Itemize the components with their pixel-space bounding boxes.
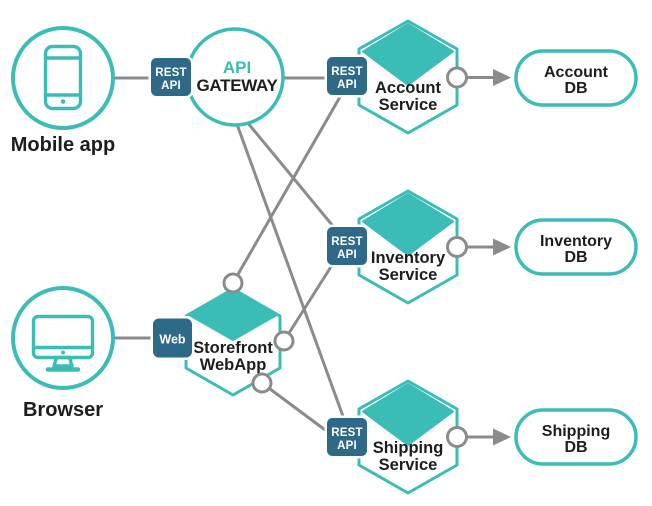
account-db-shape <box>514 49 638 107</box>
inventory-service-diamond <box>362 193 454 256</box>
arrowhead-account-db <box>493 69 511 86</box>
shipping-db-label-2: DB <box>564 439 587 456</box>
edge-account-storefront <box>231 89 346 284</box>
inventory-db-shape <box>514 218 638 276</box>
storefront-label-1: Storefront <box>193 339 273 357</box>
badge-text: Web <box>159 333 186 347</box>
inventory-service-label-1: Inventory <box>371 249 446 267</box>
monitor-icon <box>31 314 95 372</box>
api-gateway-title-bottom: GATEWAY <box>196 76 278 95</box>
badge-text-2: API <box>337 79 357 91</box>
edge-gateway-inventory <box>231 104 349 244</box>
badge-rect <box>153 318 192 358</box>
edge-gateway-shipping <box>228 104 350 431</box>
badge-rect <box>327 227 367 265</box>
shipping-db-label-1: Shipping <box>542 423 610 440</box>
badge-text-2: API <box>337 440 357 452</box>
inventory-db-label-1: Inventory <box>540 233 612 250</box>
smartphone-home-dot <box>60 99 66 104</box>
browser-label: Browser <box>23 399 103 421</box>
inventory-service-label-2: Service <box>379 266 438 284</box>
arrowhead-shipping-db <box>493 428 511 446</box>
lollipop-storefront-bottom <box>251 372 273 394</box>
mobile-app-label: Mobile app <box>11 134 115 156</box>
storefront-webapp-node: Storefront WebApp <box>184 287 282 397</box>
monitor-dot <box>61 350 65 355</box>
lollipop-storefront-top <box>222 272 244 294</box>
arrowhead-inventory-db <box>493 238 511 256</box>
shipping-db-node: Shipping DB <box>514 408 638 466</box>
account-service-node: Account Service <box>357 19 459 135</box>
shipping-service-diamond <box>362 383 454 446</box>
api-gateway-node: API GATEWAY <box>185 27 285 127</box>
account-db-node: Account DB <box>514 49 638 107</box>
badge-text-1: REST <box>155 67 186 79</box>
web-badge-storefront: Web <box>150 316 195 360</box>
rest-api-badge-account: REST API <box>324 54 370 98</box>
account-db-label-2: DB <box>564 80 587 97</box>
shipping-service-node: Shipping Service <box>357 379 459 495</box>
inventory-db-node: Inventory DB <box>514 218 638 276</box>
badge-rect <box>151 58 191 96</box>
lollipop-inventory-db <box>446 236 468 258</box>
mobile-app-node: Mobile app <box>11 26 115 156</box>
interface-connectors <box>222 66 468 448</box>
storefront-diamond <box>189 290 277 341</box>
badge-text-1: REST <box>331 236 362 248</box>
mobile-app-circle <box>11 26 115 130</box>
lollipop-shipping-db <box>446 426 468 448</box>
rest-api-badge-inventory: REST API <box>324 224 370 268</box>
browser-circle <box>11 286 115 390</box>
badge-text-1: REST <box>331 427 362 439</box>
badge-rect <box>327 418 367 456</box>
shipping-service-label-2: Service <box>379 456 438 474</box>
monitor-stand <box>52 355 74 368</box>
shipping-db-shape <box>514 408 638 466</box>
badge-text-1: REST <box>331 66 362 78</box>
badge-rect <box>327 57 367 95</box>
account-service-label-1: Account <box>375 79 442 97</box>
inventory-service-node: Inventory Service <box>357 189 459 305</box>
api-gateway-title-top: API <box>223 58 251 77</box>
lollipop-account-db <box>446 66 468 89</box>
inventory-db-label-2: DB <box>564 249 587 266</box>
lollipop-storefront-right <box>273 330 295 352</box>
rest-api-badge-gateway: REST API <box>148 55 194 99</box>
badge-text-2: API <box>161 80 181 92</box>
badge-text-2: API <box>337 249 357 261</box>
browser-node: Browser <box>11 286 115 421</box>
account-service-label-2: Service <box>379 96 438 114</box>
smartphone-icon <box>43 44 83 111</box>
smartphone-body <box>43 44 83 111</box>
rest-api-badge-shipping: REST API <box>324 415 370 459</box>
storefront-label-2: WebApp <box>200 356 267 374</box>
shipping-service-label-1: Shipping <box>373 439 444 457</box>
account-db-label-1: Account <box>544 64 609 81</box>
edges <box>113 69 511 446</box>
account-service-diamond <box>362 23 454 86</box>
edge-inventory-storefront <box>282 261 336 342</box>
